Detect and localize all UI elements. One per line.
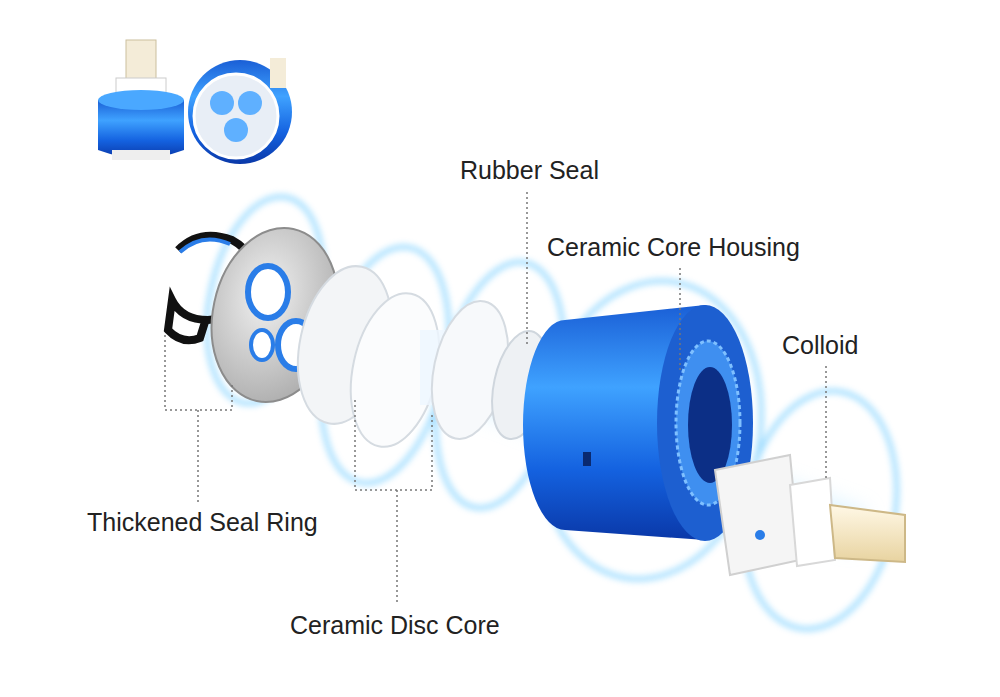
thumb-hole	[224, 118, 248, 142]
colloid-collar	[790, 478, 835, 566]
stem-shaft	[830, 505, 905, 562]
bracket-line	[165, 335, 232, 502]
colloid-stem	[715, 455, 905, 575]
part-label: Colloid	[779, 330, 861, 360]
glow-rings	[189, 186, 914, 641]
part-label: Ceramic Disc Core	[287, 610, 503, 640]
colloid-pin	[755, 530, 765, 540]
base-disc-port	[248, 266, 288, 318]
cartridge-thumbnail	[98, 40, 292, 164]
housing-bore	[688, 367, 732, 483]
leader-line	[526, 192, 528, 345]
base-disc-port	[251, 330, 273, 360]
leader-line	[679, 268, 681, 372]
thumb-face	[194, 74, 278, 158]
core-housing	[523, 305, 753, 541]
bracket-line	[355, 400, 432, 605]
leader-line	[825, 366, 827, 478]
thumb-hole	[238, 91, 262, 115]
seal-ring-highlight	[180, 240, 230, 253]
part-label: Rubber Seal	[457, 155, 602, 185]
thumb-stem	[126, 40, 156, 82]
thumb-top	[98, 90, 184, 110]
thumb-stem-2	[270, 58, 286, 88]
ceramic-discs	[284, 257, 557, 455]
thumb-hole	[210, 91, 234, 115]
part-label: Ceramic Core Housing	[544, 232, 803, 262]
housing-slot	[583, 452, 591, 466]
thumb-base	[112, 150, 170, 160]
leader-lines	[165, 192, 826, 605]
colloid-body	[715, 455, 800, 575]
part-label: Thickened Seal Ring	[84, 507, 321, 537]
